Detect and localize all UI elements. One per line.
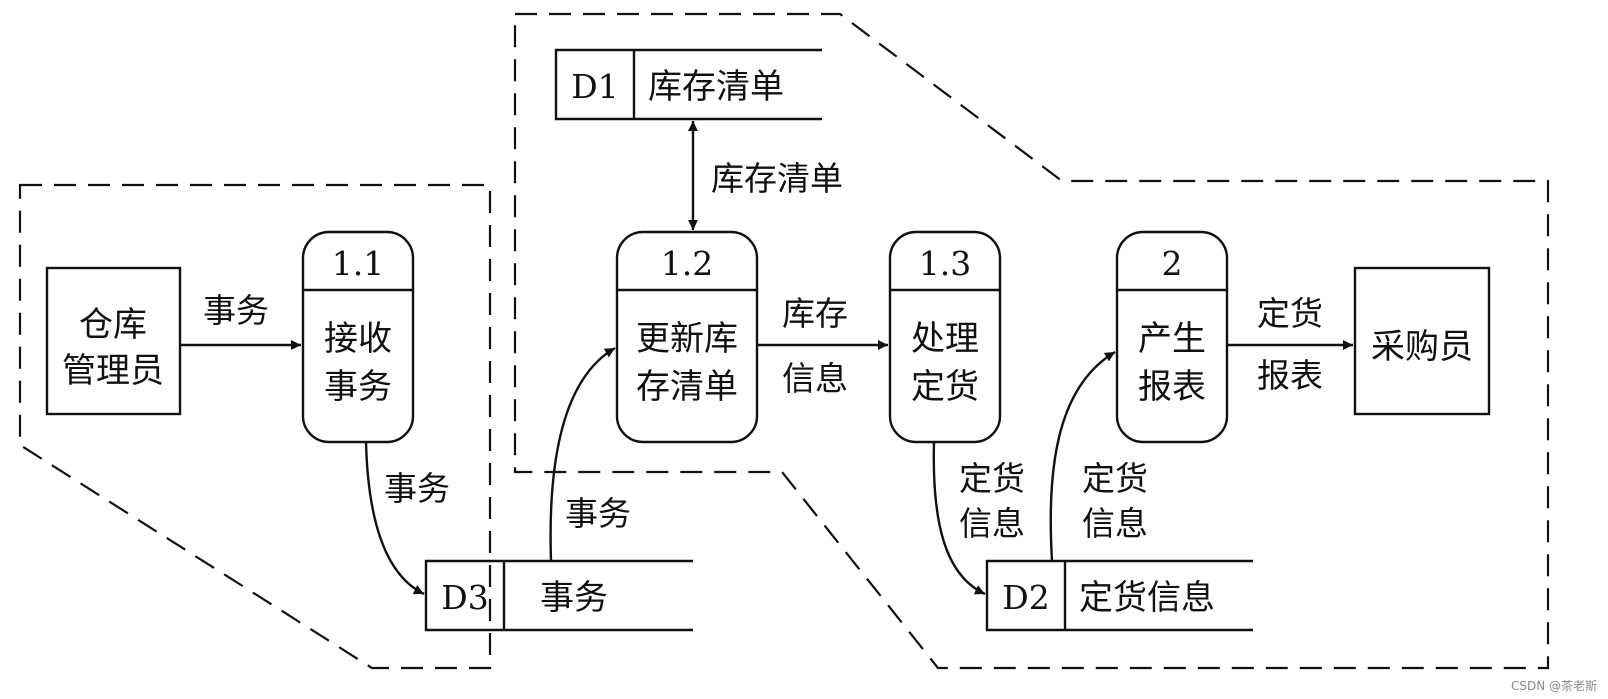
flow-1-3-to-d2: 定货 信息 [932,441,1025,596]
svg-text:存清单: 存清单 [636,367,738,407]
process-2: 2 产生 报表 [1115,230,1229,444]
svg-text:D1: D1 [571,67,618,106]
svg-text:D2: D2 [1002,578,1049,617]
svg-text:事务: 事务 [540,578,608,618]
svg-text:1.1: 1.1 [332,244,384,283]
flow-1-1-to-d3: 事务 [364,441,450,596]
svg-text:D3: D3 [441,578,488,617]
flow-d3-to-1-2: 事务 [549,346,631,562]
svg-text:报表: 报表 [1257,356,1323,395]
external-purchaser: 采购员 [1353,266,1491,416]
flow-2-to-purchaser: 定货 报表 [1227,294,1353,395]
svg-text:接收: 接收 [324,319,392,359]
process-1-2: 1.2 更新库 存清单 [615,230,759,444]
svg-text:事务: 事务 [565,494,631,533]
svg-text:更新库: 更新库 [636,319,738,359]
svg-text:库存清单: 库存清单 [711,159,843,198]
svg-text:信息: 信息 [782,359,848,398]
svg-text:事务: 事务 [384,469,450,508]
svg-text:库存: 库存 [782,294,848,333]
flow-d1-to-1-2: 库存清单 [688,121,843,230]
svg-text:定货: 定货 [911,367,979,407]
svg-text:1.3: 1.3 [919,244,971,283]
flow-keeper-to-1-1: 事务 [180,291,301,350]
svg-text:处理: 处理 [911,319,979,359]
external-warehouse-keeper: 仓库 管理员 [45,266,182,416]
svg-text:库存清单: 库存清单 [648,67,784,107]
svg-text:仓库: 仓库 [79,305,147,345]
watermark: CSDN @茶老斯 [1511,678,1597,693]
svg-text:事务: 事务 [203,291,269,330]
svg-text:定货信息: 定货信息 [1079,578,1215,618]
svg-text:事务: 事务 [324,367,392,407]
svg-text:信息: 信息 [959,504,1025,543]
svg-text:定货: 定货 [1257,294,1323,333]
svg-text:1.2: 1.2 [661,244,713,283]
boundary-left [18,183,492,670]
svg-text:定货: 定货 [1082,459,1148,498]
data-store-d1: D1 库存清单 [554,48,822,121]
svg-text:定货: 定货 [959,459,1025,498]
svg-text:产生: 产生 [1138,319,1206,359]
data-store-d3: D3 事务 [424,559,693,632]
svg-text:管理员: 管理员 [62,351,164,391]
data-store-d2: D2 定货信息 [985,559,1253,632]
boundary-right [513,12,1550,670]
flow-1-2-to-1-3: 库存 信息 [757,294,888,398]
svg-text:报表: 报表 [1138,367,1206,407]
process-1-1: 1.1 接收 事务 [301,230,415,444]
svg-text:信息: 信息 [1082,504,1148,543]
process-1-3: 1.3 处理 定货 [888,230,1002,444]
flow-d2-to-2: 定货 信息 [1049,350,1148,562]
svg-text:2: 2 [1162,244,1183,283]
svg-text:采购员: 采购员 [1371,327,1473,367]
